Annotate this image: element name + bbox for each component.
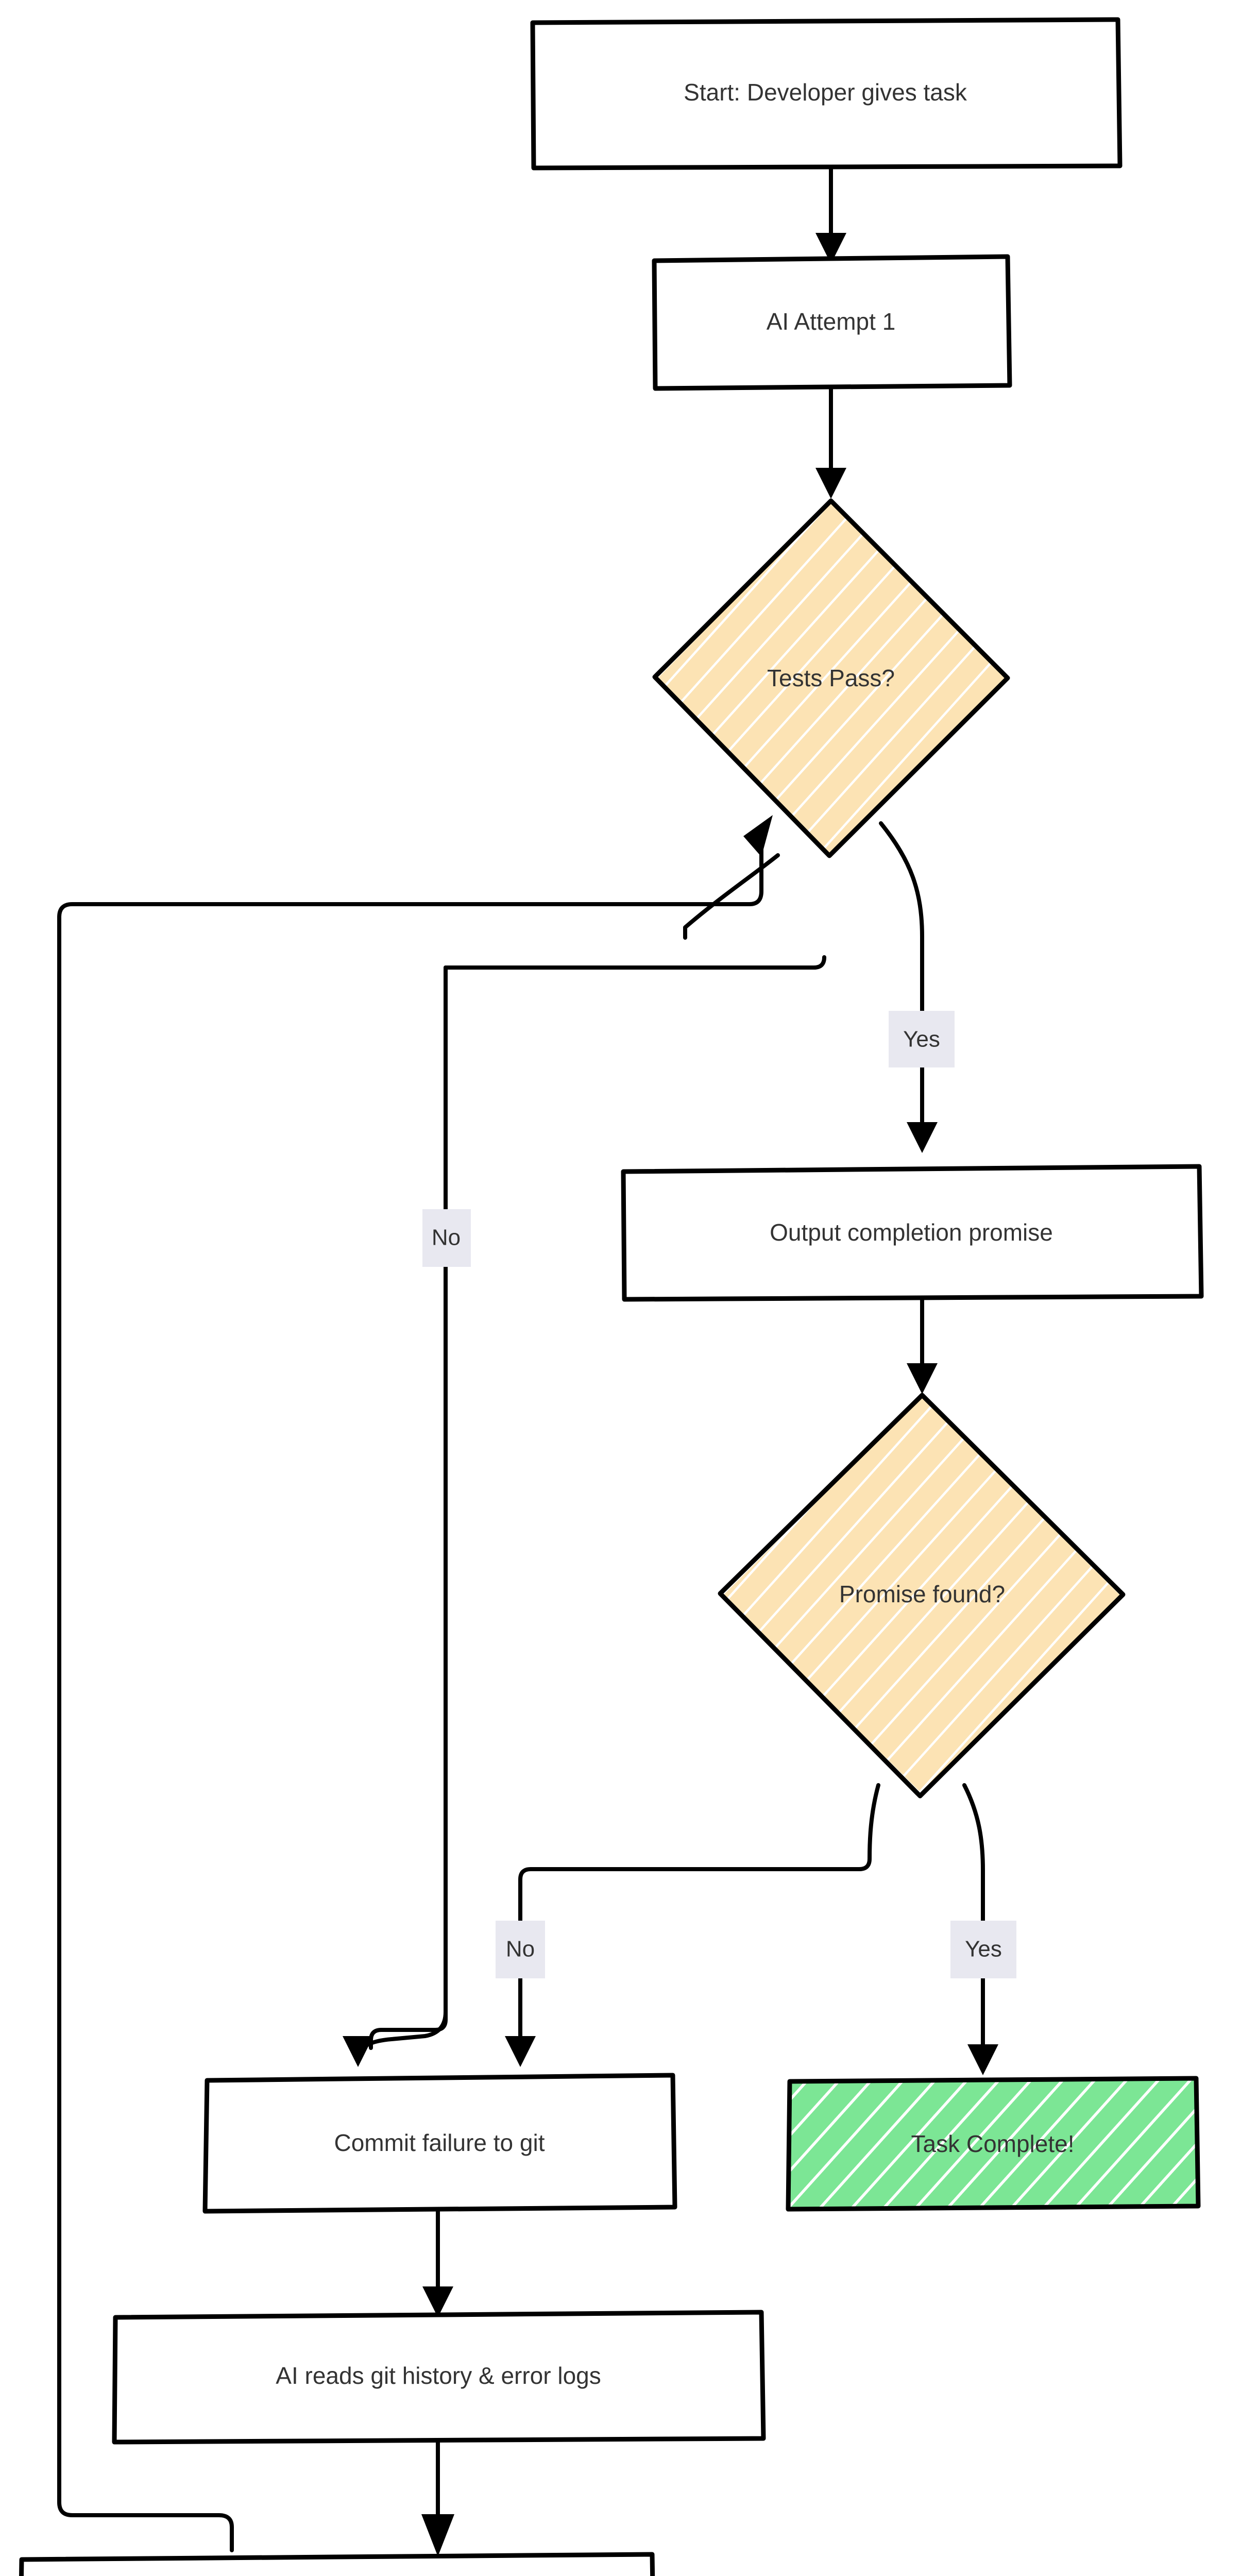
node-ai-reads[interactable]: AI reads git history & error logs [112,2310,766,2445]
edge-start-to-attempt1 [815,165,846,264]
node-task-complete-label: Task Complete! [911,2130,1074,2157]
node-ai-reads-label: AI reads git history & error logs [276,2362,601,2389]
node-output-promise-label: Output completion promise [770,1219,1053,1246]
edge-attempt2-to-tests [57,815,773,2552]
edge-label-tests-yes: Yes [889,1011,955,1067]
edge-tests-to-commit-tail [357,2010,448,2058]
edge-label-tests-yes-text: Yes [903,1027,940,1052]
node-attempt1-label: AI Attempt 1 [767,308,896,335]
node-start[interactable]: Start: Developer gives task [530,17,1123,171]
node-attempt1[interactable]: AI Attempt 1 [652,254,1012,391]
node-output-promise[interactable]: Output completion promise [621,1164,1204,1302]
node-tests-pass-label: Tests Pass? [767,665,895,691]
edge-attempt1-to-tests [815,385,846,499]
edge-label-promise-yes: Yes [950,1921,1016,1978]
edge-label-promise-yes-text: Yes [965,1937,1002,1962]
node-promise-found-label: Promise found? [839,1581,1005,1607]
node-attempt2[interactable]: AI Attempt 2 with new context [19,2552,655,2576]
edge-tests-to-commit [343,853,826,2067]
edge-label-promise-no-text: No [506,1937,535,1962]
node-commit-failure[interactable]: Commit failure to git [202,2073,677,2214]
node-start-label: Start: Developer gives task [684,79,967,106]
edge-label-tests-no: No [422,1209,471,1267]
node-task-complete[interactable]: Task Complete! [786,2076,1201,2212]
node-tests-pass[interactable]: Tests Pass? [652,498,1010,858]
node-promise-found[interactable]: Promise found? [718,1393,1126,1799]
edge-promise-to-complete [962,1783,998,2075]
edge-promise-to-commit [505,1783,880,2067]
edge-reads-to-attempt2 [421,2436,454,2556]
edge-label-promise-no: No [496,1921,545,1978]
node-commit-failure-label: Commit failure to git [334,2129,545,2156]
edge-tests-to-output [879,821,938,1153]
edge-commit-to-reads [422,2209,453,2317]
edge-output-to-promise [907,1296,938,1394]
edge-label-tests-no-text: No [432,1225,461,1250]
